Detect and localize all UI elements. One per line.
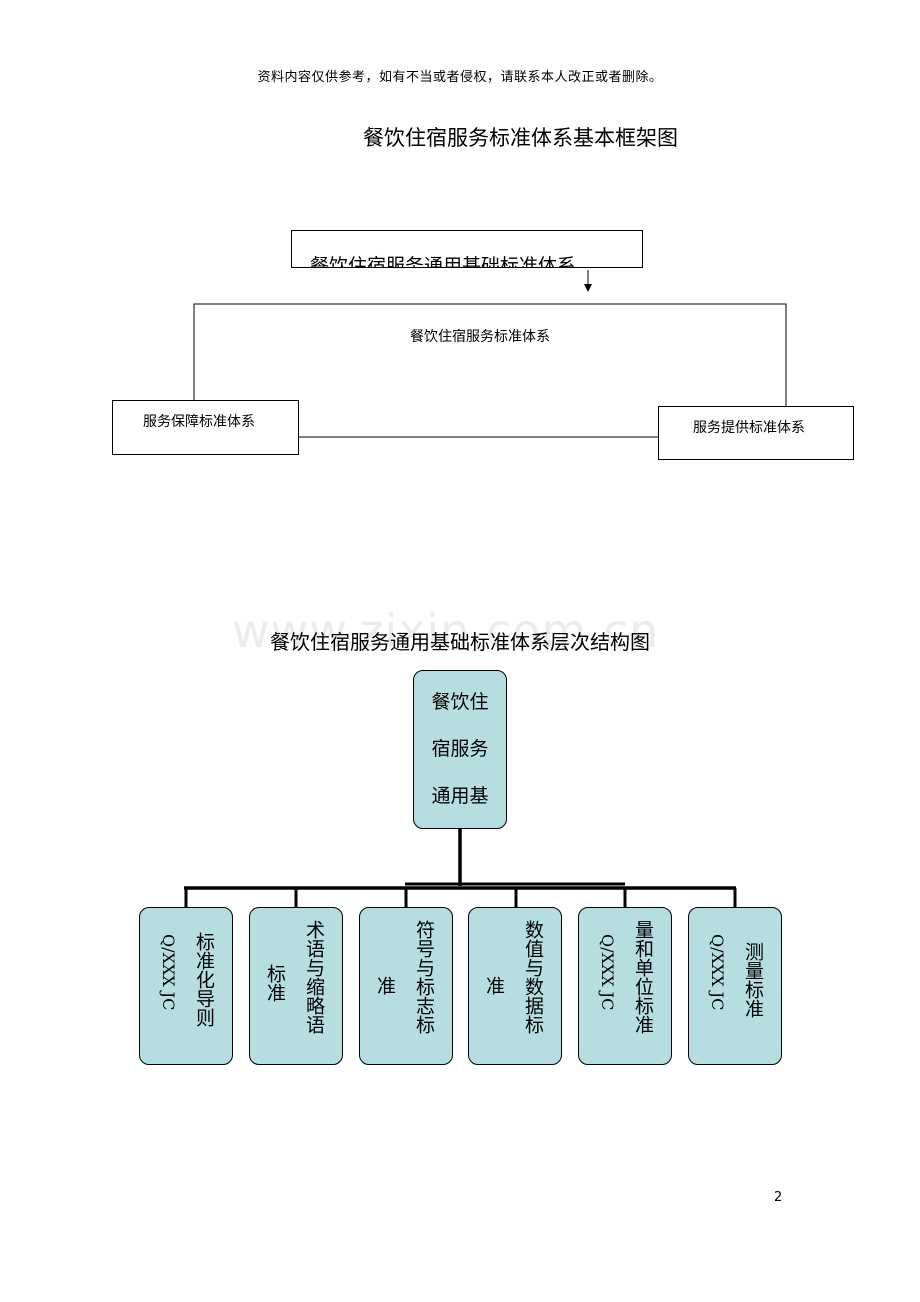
root-line-1: 餐饮住	[431, 691, 489, 713]
child-code: Q/XXX JC	[159, 934, 178, 1011]
child-second-text: 准	[374, 976, 396, 995]
service-guarantee-label: 服务保障标准体系	[143, 414, 255, 430]
disclaimer-notice: 资料内容仅供参考，如有不当或者侵权，请联系本人改正或者删除。	[257, 70, 663, 85]
child-main-text: 数值与数据标	[522, 920, 544, 1034]
child-node-guide: Q/XXX JC 标准化导则	[139, 907, 233, 1065]
child-node-symbols: 准 符号与标志标	[359, 907, 453, 1065]
child-main-text: 符号与标志标	[413, 920, 435, 1034]
general-basic-standard-label: 餐饮住宿服务通用基础标准体系	[310, 255, 577, 268]
framework-diagram-title: 餐饮住宿服务标准体系基本框架图	[363, 126, 678, 150]
child-main-text: 术语与缩略语	[303, 920, 325, 1034]
child-node-terms: 标准 术语与缩略语	[249, 907, 343, 1065]
child-code: Q/XXX JC	[598, 934, 617, 1011]
child-main-text: 标准化导则	[193, 932, 215, 1027]
service-guarantee-box: 服务保障标准体系	[112, 400, 299, 455]
root-line-2: 宿服务	[431, 738, 489, 760]
child-main-text: 量和单位标准	[632, 920, 654, 1034]
watermark: www.zixin.com.cn	[232, 604, 660, 658]
page-number: 2	[774, 1190, 783, 1205]
hierarchy-diagram-title: 餐饮住宿服务通用基础标准体系层次结构图	[270, 630, 650, 654]
child-node-measurement: Q/XXX JC 测量标准	[688, 907, 782, 1065]
arrow-head-icon	[584, 284, 592, 292]
child-second-text: 标准	[264, 964, 286, 1002]
standard-system-frame	[193, 303, 787, 438]
general-basic-standard-box: 餐饮住宿服务通用基础标准体系	[291, 230, 643, 268]
standard-system-label: 餐饮住宿服务标准体系	[410, 329, 550, 345]
child-main-text: 测量标准	[742, 942, 764, 1018]
root-line-3: 通用基	[431, 785, 489, 807]
child-node-values: 准 数值与数据标	[468, 907, 562, 1065]
service-provision-label: 服务提供标准体系	[693, 420, 805, 436]
branch-drops	[184, 888, 737, 907]
root-node: 餐饮住 宿服务 通用基	[413, 670, 507, 829]
child-second-text: 准	[483, 976, 505, 995]
child-code: Q/XXX JC	[708, 934, 727, 1011]
child-node-units: Q/XXX JC 量和单位标准	[578, 907, 672, 1065]
service-provision-box: 服务提供标准体系	[658, 406, 854, 460]
